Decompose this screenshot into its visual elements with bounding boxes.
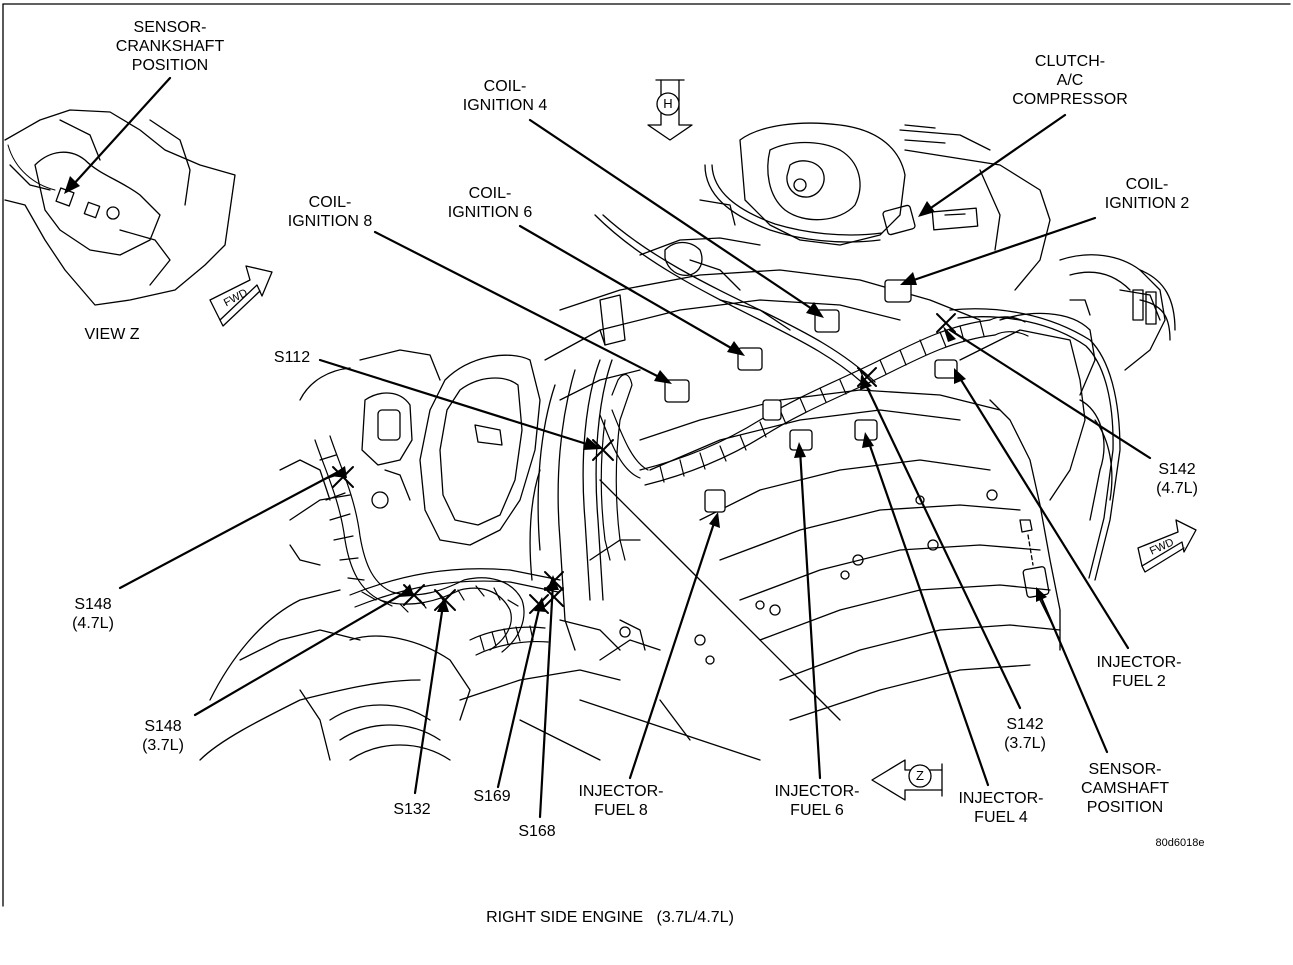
label-line: SENSOR- bbox=[1088, 761, 1162, 778]
label-injector-fuel-8: INJECTOR- FUEL 8 bbox=[566, 782, 676, 820]
label-line: IGNITION 6 bbox=[447, 204, 533, 221]
label-injector-fuel-2: INJECTOR- FUEL 2 bbox=[1084, 653, 1194, 691]
label-line: IGNITION 4 bbox=[462, 97, 548, 114]
label-line: CLUTCH- bbox=[1034, 53, 1106, 70]
label-line: FUEL 6 bbox=[790, 802, 844, 819]
label-s169: S169 bbox=[462, 787, 522, 806]
label-line: A/C bbox=[1056, 72, 1084, 89]
leader-lines bbox=[70, 76, 1152, 819]
engine-illustration bbox=[2, 3, 1291, 907]
label-line: COIL- bbox=[468, 185, 512, 202]
label-line: INJECTOR- bbox=[578, 783, 664, 800]
label-line: COIL- bbox=[1125, 176, 1169, 193]
label-clutch-ac-compressor: CLUTCH- A/C COMPRESSOR bbox=[995, 52, 1145, 109]
label-reference-code: 80d6018e bbox=[1140, 837, 1220, 850]
label-s142-4-7l: S142 (4.7L) bbox=[1142, 460, 1212, 498]
label-line: COMPRESSOR bbox=[1012, 91, 1128, 108]
label-line: POSITION bbox=[1086, 799, 1164, 816]
label-line: FUEL 4 bbox=[974, 809, 1028, 826]
connectors bbox=[664, 279, 958, 513]
fwd-arrow-left bbox=[209, 265, 273, 327]
label-line: POSITION bbox=[131, 57, 209, 74]
label-s142-3-7l: S142 (3.7L) bbox=[990, 715, 1060, 753]
label-line: S168 bbox=[518, 823, 556, 840]
diagram-stage: SENSOR- CRANKSHAFT POSITION VIEW Z COIL-… bbox=[2, 3, 1291, 926]
label-caption: RIGHT SIDE ENGINE (3.7L/4.7L) bbox=[430, 870, 790, 965]
view-h-letter: H bbox=[663, 96, 673, 111]
label-line: IGNITION 8 bbox=[287, 213, 373, 230]
label-line: (4.7L) bbox=[1156, 480, 1198, 497]
label-s148-3-7l: S148 (3.7L) bbox=[128, 717, 198, 755]
label-line: S142 bbox=[1158, 461, 1196, 478]
label-line: INJECTOR- bbox=[774, 783, 860, 800]
label-line: S148 bbox=[144, 718, 182, 735]
label-s168: S168 bbox=[507, 822, 567, 841]
label-line: S142 bbox=[1006, 716, 1044, 733]
label-line: COIL- bbox=[308, 194, 352, 211]
label-line: SENSOR- bbox=[133, 19, 207, 36]
label-line: IGNITION 2 bbox=[1104, 195, 1190, 212]
label-line: INJECTOR- bbox=[958, 790, 1044, 807]
engine-block-drawing bbox=[199, 122, 1176, 761]
splice-marks bbox=[332, 313, 956, 614]
label-line: CAMSHAFT bbox=[1081, 780, 1169, 797]
label-line: 80d6018e bbox=[1155, 837, 1205, 849]
label-s148-4-7l: S148 (4.7L) bbox=[58, 595, 128, 633]
leader-arrowheads bbox=[64, 176, 1047, 612]
view-z-arrow bbox=[871, 759, 943, 801]
label-line: (3.7L) bbox=[142, 737, 184, 754]
label-line: (3.7L) bbox=[1004, 735, 1046, 752]
label-line: FUEL 2 bbox=[1112, 673, 1166, 690]
label-view-z: VIEW Z bbox=[72, 325, 152, 344]
label-line: (4.7L) bbox=[72, 615, 114, 632]
label-line: INJECTOR- bbox=[1096, 654, 1182, 671]
view-z-inset-drawing bbox=[4, 109, 236, 306]
label-injector-fuel-4: INJECTOR- FUEL 4 bbox=[946, 789, 1056, 827]
view-z-letter: Z bbox=[916, 768, 924, 783]
label-coil-ignition-4: COIL- IGNITION 4 bbox=[450, 77, 560, 115]
label-line: S169 bbox=[473, 788, 511, 805]
label-s112: S112 bbox=[262, 348, 322, 367]
label-sensor-camshaft-position: SENSOR- CAMSHAFT POSITION bbox=[1060, 760, 1190, 817]
label-line: COIL- bbox=[483, 78, 527, 95]
label-s132: S132 bbox=[382, 800, 442, 819]
label-line: S112 bbox=[273, 349, 311, 366]
label-injector-fuel-6: INJECTOR- FUEL 6 bbox=[762, 782, 872, 820]
label-sensor-crankshaft-position: SENSOR- CRANKSHAFT POSITION bbox=[100, 18, 240, 75]
label-line: S132 bbox=[393, 801, 431, 818]
label-line: VIEW Z bbox=[84, 326, 140, 343]
view-h-arrow bbox=[647, 79, 693, 141]
label-line: RIGHT SIDE ENGINE (3.7L/4.7L) bbox=[486, 909, 734, 926]
label-coil-ignition-6: COIL- IGNITION 6 bbox=[435, 184, 545, 222]
label-coil-ignition-2: COIL- IGNITION 2 bbox=[1092, 175, 1202, 213]
label-line: FUEL 8 bbox=[594, 802, 648, 819]
label-line: CRANKSHAFT bbox=[115, 38, 225, 55]
label-line: S148 bbox=[74, 596, 112, 613]
label-coil-ignition-8: COIL- IGNITION 8 bbox=[275, 193, 385, 231]
fwd-arrow-right bbox=[1137, 519, 1197, 573]
